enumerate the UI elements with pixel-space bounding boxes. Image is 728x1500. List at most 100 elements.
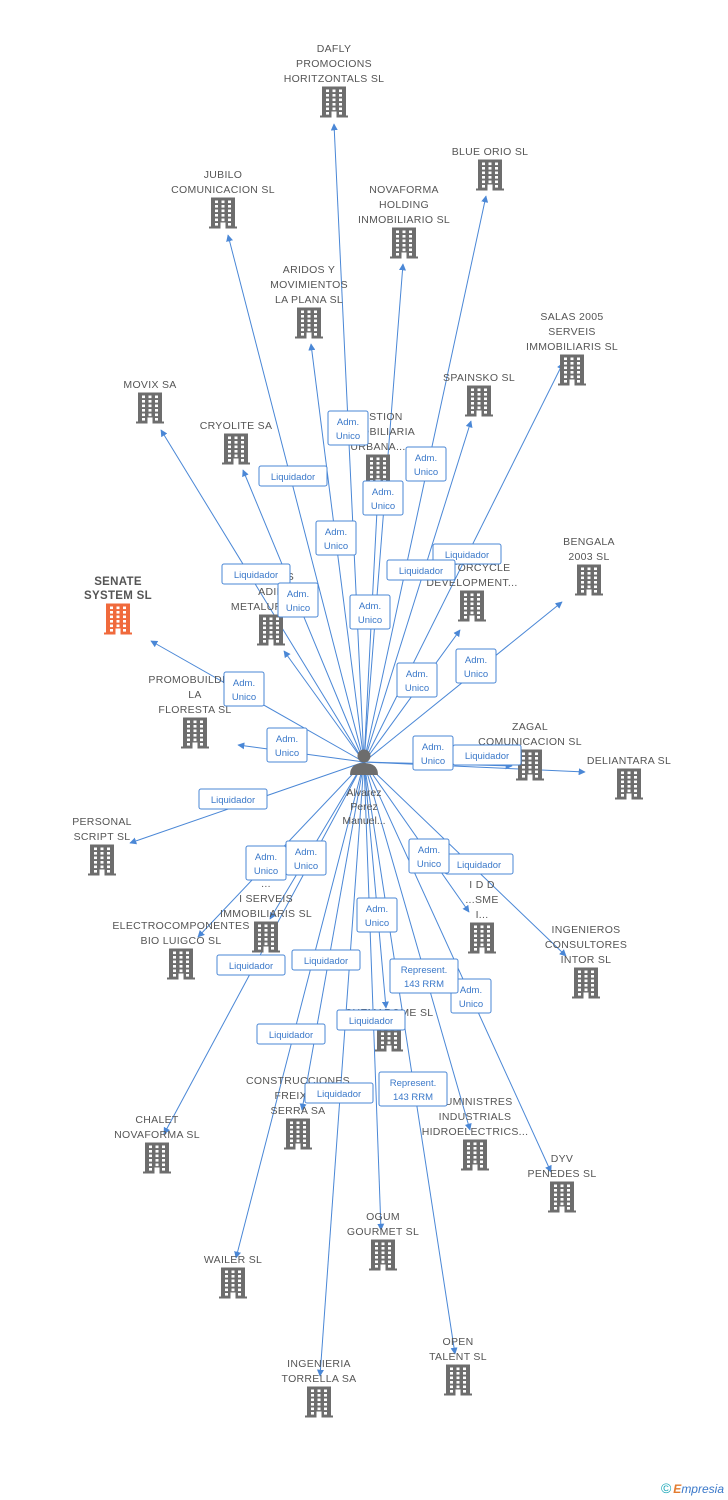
company-label: WAILER SL xyxy=(204,1254,262,1266)
edge-label-deliantara: Liquidador xyxy=(452,744,522,766)
edge-role-text: Unico xyxy=(336,431,360,442)
company-label: CRYOLITE SA xyxy=(200,420,273,432)
edge-label-movix: Liquidador xyxy=(221,563,291,585)
brand-name: mpresia xyxy=(681,1482,724,1496)
edge-to-suministres xyxy=(363,761,472,1131)
building-icon xyxy=(468,922,496,954)
edge-role-text: Adm. xyxy=(366,904,388,915)
person-label: Manuel... xyxy=(342,815,385,827)
company-label: SYSTEM SL xyxy=(84,590,152,602)
edge-role-text: Liquidador xyxy=(317,1089,361,1100)
edge-role-text: Liquidador xyxy=(304,956,348,967)
company-label: I D D xyxy=(469,879,495,891)
edge-role-text: Unico xyxy=(421,756,445,767)
edge-label-serveis-immobiliaris: Adm.Unico xyxy=(285,840,327,876)
edge-label-jubilo: Adm.Unico xyxy=(315,520,357,556)
company-node-movix[interactable]: MOVIX SA xyxy=(123,379,176,424)
company-label: SUMINISTRES xyxy=(437,1096,512,1108)
company-label: INGENIEROS xyxy=(552,924,621,936)
edge-label-cryolite: Liquidador xyxy=(258,465,328,487)
edge-role-text: Adm. xyxy=(233,678,255,689)
building-icon xyxy=(167,948,195,980)
edge-label-suministres: Adm.Unico xyxy=(450,978,492,1014)
edge-label-aceros: Adm.Unico xyxy=(277,582,319,618)
edge-role-text: Unico xyxy=(254,866,278,877)
company-label: ARIDOS Y xyxy=(283,264,335,276)
company-node-motorcycle[interactable]: MOTORCYCLEDEVELOPMENT... xyxy=(426,562,517,622)
building-icon xyxy=(295,307,323,339)
building-icon xyxy=(572,967,600,999)
building-icon xyxy=(143,1142,171,1174)
company-label: ...SME xyxy=(465,894,498,906)
edge-to-chemarome xyxy=(363,761,389,1009)
company-label: INDUSTRIALS xyxy=(439,1111,512,1123)
company-label: ELECTROCOMPONENTES xyxy=(112,920,249,932)
edge-to-jubilo xyxy=(226,234,365,763)
edge-role-text: Unico xyxy=(371,501,395,512)
company-label: PERSONAL xyxy=(72,816,132,828)
building-icon xyxy=(558,354,586,386)
edge-label-personal-script: Liquidador xyxy=(198,788,268,810)
edge-label-senate: Adm.Unico xyxy=(223,671,265,707)
company-node-deliantara[interactable]: DELIANTARA SL xyxy=(587,755,671,800)
edge-role-text: Adm. xyxy=(287,589,309,600)
edge-role-text: Adm. xyxy=(372,487,394,498)
edge-role-text: Adm. xyxy=(359,601,381,612)
edge-role-text: Liquidador xyxy=(457,860,501,871)
company-node-gestion[interactable]: GESTIONINMOBILIARIAURBANA... xyxy=(341,411,415,486)
edge-label-wailer: Liquidador xyxy=(256,1023,326,1045)
company-label: 2003 SL xyxy=(568,551,609,563)
company-label: TORRELLA SA xyxy=(282,1373,357,1385)
edge-role-text: Liquidador xyxy=(269,1030,313,1041)
company-node-blue-orio[interactable]: BLUE ORIO SL xyxy=(452,146,529,191)
company-node-wailer[interactable]: WAILER SL xyxy=(204,1254,262,1299)
edge-to-ogum xyxy=(363,761,385,1231)
edge-label-dafly: Adm. Unico xyxy=(327,410,369,446)
edge-role-text: Adm. xyxy=(418,845,440,856)
person-label: Alvarez xyxy=(346,787,381,799)
edge-role-text: Adm. xyxy=(465,655,487,666)
building-icon xyxy=(390,227,418,259)
building-icon xyxy=(284,1118,312,1150)
company-label: SPAINSKO SL xyxy=(443,372,515,384)
company-node-cryolite[interactable]: CRYOLITE SA xyxy=(200,420,273,465)
company-label: DYV xyxy=(551,1153,574,1165)
company-label: ... xyxy=(261,878,271,890)
center-person[interactable]: AlvarezPerezManuel... xyxy=(342,749,386,828)
edge-role-text: Adm. xyxy=(295,847,317,858)
company-node-senate[interactable]: SENATE SYSTEM SL xyxy=(84,576,152,635)
edge-role-text: Adm. xyxy=(276,734,298,745)
company-node-spainsko[interactable]: SPAINSKO SL xyxy=(443,372,515,417)
edge-role-text: Adm. xyxy=(337,417,359,428)
company-node-idd[interactable]: I D D...SMEI... xyxy=(465,879,498,954)
edge-label-salas-2005: Liquidador xyxy=(432,543,502,565)
company-label: SENATE xyxy=(94,576,142,588)
building-icon xyxy=(222,433,250,465)
edge-to-spainsko xyxy=(363,420,473,763)
company-node-electrocomponentes[interactable]: ELECTROCOMPONENTES BIO LUIGCO SL xyxy=(112,920,249,980)
company-label: BIO LUIGCO SL xyxy=(141,935,222,947)
company-label: PROMOBUILDING xyxy=(148,674,241,686)
building-icon xyxy=(575,564,603,596)
building-icon xyxy=(458,590,486,622)
edge-role-text: Liquidador xyxy=(271,472,315,483)
company-node-suministres[interactable]: SUMINISTRES INDUSTRIALS HIDROELECTRICS... xyxy=(422,1096,529,1171)
company-label: HIDROELECTRICS... xyxy=(422,1126,529,1138)
edge-role-text: Unico xyxy=(405,683,429,694)
company-label: LA PLANA SL xyxy=(275,294,343,306)
